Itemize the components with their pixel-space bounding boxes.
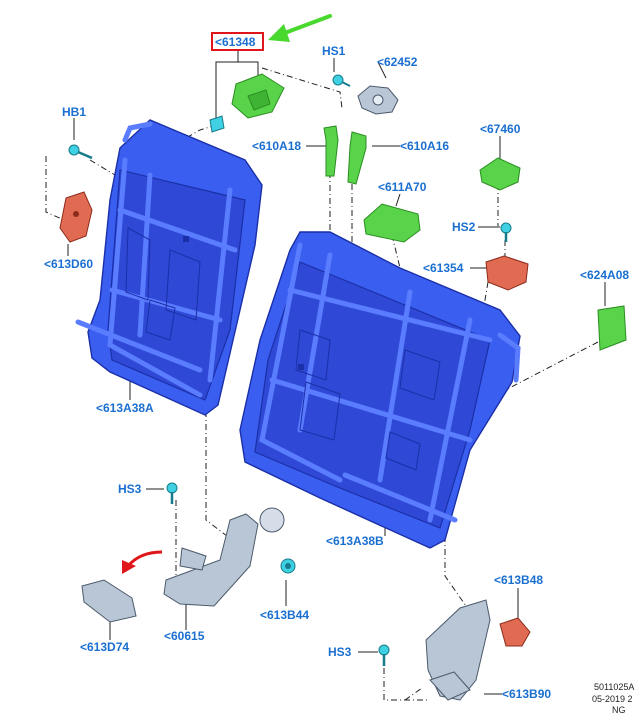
footer-line-2: 05-2019 2 (592, 694, 633, 704)
pivot-613b48 (499, 617, 531, 647)
callout-hs3-bottom: HS3 (328, 645, 352, 659)
clip-61348-fastener (209, 115, 225, 133)
trim-624a08 (597, 305, 627, 351)
latch-62452 (357, 85, 399, 115)
diagram-footer: 5011025A 05-2019 2 NG (592, 682, 634, 715)
footer-line-3: NG (612, 705, 626, 715)
callout-624a08: <624A08 (580, 268, 629, 282)
callout-613d60: <613D60 (44, 257, 93, 271)
seat-frame-left-613a38a (75, 119, 263, 416)
bracket-613b90 (425, 599, 491, 701)
callout-hs3-left: HS3 (118, 482, 142, 496)
callout-610a16: <610A16 (400, 139, 449, 153)
callout-61354: <61354 (423, 261, 464, 275)
latch-61354 (485, 255, 529, 291)
pin-610a18 (323, 125, 339, 177)
callout-613d74: <613D74 (80, 640, 129, 654)
bolt-hb1 (68, 144, 93, 160)
callout-613a38a: <613A38A (96, 401, 154, 415)
callout-hb1: HB1 (62, 105, 86, 119)
bushing-613b44 (280, 558, 296, 574)
callout-62452: <62452 (377, 55, 418, 69)
bracket-60615 (163, 507, 285, 607)
callout-61348: <61348 (215, 35, 256, 49)
leader-lines (67, 50, 606, 695)
callout-60615: <60615 (164, 629, 205, 643)
pin-610a16 (347, 131, 367, 185)
callout-610a18: <610A18 (252, 139, 301, 153)
green-pointer-arrow-icon (268, 14, 332, 42)
callout-613a38b: <613A38B (326, 534, 384, 548)
callout-613b48: <613B48 (494, 573, 543, 587)
hinge-613d74 (81, 579, 137, 623)
screw-hs3-bottom (378, 644, 390, 666)
highlight-box-61348 (211, 32, 264, 51)
screw-hs2 (500, 222, 512, 242)
cover-67460 (479, 157, 521, 191)
bracket-61348 (231, 73, 285, 119)
callout-hs1: HS1 (322, 44, 346, 58)
callout-613b44: <613B44 (260, 608, 309, 622)
screw-hs3-left (166, 482, 178, 504)
callout-hs2: HS2 (452, 220, 476, 234)
hinge-613d60 (59, 191, 93, 243)
callout-67460: <67460 (480, 122, 521, 136)
cover-611a70 (363, 203, 421, 243)
callout-labels: <61348 HS1 <62452 HB1 <610A18 <610A16 <6… (44, 35, 629, 701)
screw-hs1 (332, 74, 351, 87)
red-rotation-arrow-icon (122, 550, 163, 574)
footer-line-1: 5011025A (594, 682, 634, 692)
callout-611a70: <611A70 (378, 180, 427, 194)
callout-613b90: <613B90 (502, 687, 551, 701)
seat-frame-right-613a38b (239, 231, 521, 549)
